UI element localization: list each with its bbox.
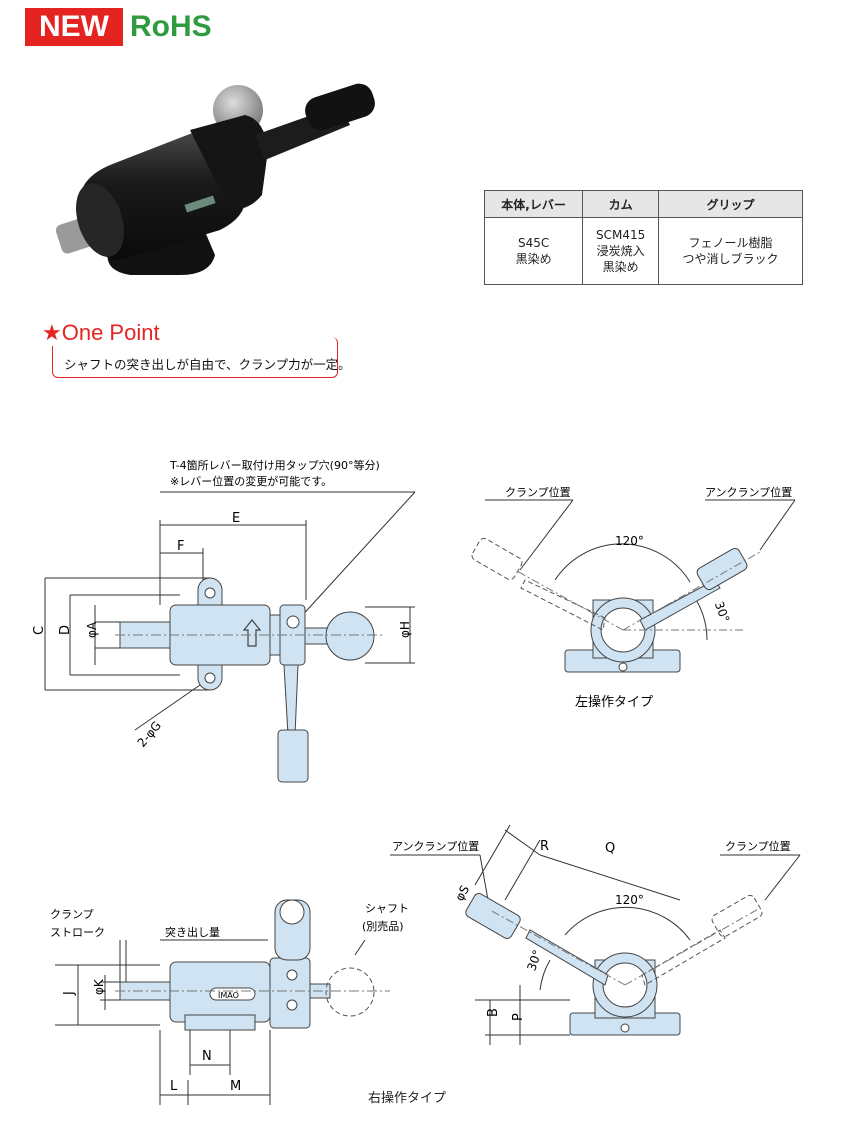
dim-B: B [486, 1008, 501, 1017]
spec-cell-cam: SCM415 浸炭焼入 黒染め [582, 217, 660, 285]
spec-cell-body: S45C 黒染め [483, 217, 584, 285]
new-badge: NEW [25, 8, 123, 46]
rohs-badge: RoHS [130, 10, 212, 43]
shaft-label-1: シャフト [365, 902, 409, 915]
unclamp-position-label-right: アンクランプ位置 [392, 839, 479, 853]
left-type-drawing: クランプ位置 アンクランプ位置 120° 30° 左操作タイプ [471, 485, 796, 710]
spec-header-grip: グリップ [658, 190, 803, 218]
product-photo [55, 83, 375, 275]
clamp-position-label: クランプ位置 [505, 485, 571, 499]
dim-Q: Q [605, 841, 615, 856]
tap-note-line2: ※レバー位置の変更が可能です。 [170, 474, 332, 488]
angle-30: 30° [712, 600, 732, 625]
dim-F: F [177, 539, 184, 554]
shaft-label-2: (別売品) [362, 920, 404, 933]
clamp-stroke-label-2: ストローク [50, 926, 105, 939]
angle-120-right: 120° [615, 893, 644, 907]
dim-M: M [230, 1079, 241, 1094]
unclamp-position-label: アンクランプ位置 [705, 485, 792, 499]
side-view-drawing: IMAO クランプ ストローク 突き出し量 シャフト (別売品) J φK N … [50, 899, 409, 1105]
angle-30-right: 30° [524, 948, 544, 973]
right-type-caption: 右操作タイプ [368, 1091, 447, 1106]
dim-C: C [32, 626, 47, 635]
dim-R: R [540, 839, 549, 854]
dim-P: P [511, 1013, 526, 1021]
spec-header-cam: カム [582, 190, 660, 218]
dim-D: D [58, 625, 73, 635]
angle-120: 120° [615, 534, 644, 548]
dim-A: φA [85, 621, 99, 638]
spec-cell-grip: フェノール樹脂 つや消しブラック [658, 217, 803, 285]
spec-header-body: 本体,レバー [483, 190, 584, 218]
material-spec-table: 本体,レバー カム グリップ S45C 黒染め SCM415 浸炭焼入 黒染め … [483, 190, 803, 285]
dim-N: N [202, 1049, 212, 1064]
dim-G: 2-φG [135, 718, 164, 749]
cell-line: 黒染め [602, 260, 639, 274]
cell-line: SCM415 [596, 228, 646, 242]
dim-L: L [170, 1079, 178, 1094]
cell-line: S45C [517, 236, 550, 250]
imao-logo: IMAO [218, 991, 239, 1000]
cell-line: 黒染め [515, 252, 552, 266]
one-point-title: ★One Point [42, 320, 164, 346]
left-type-caption: 左操作タイプ [575, 694, 653, 710]
cell-line: 浸炭焼入 [596, 244, 645, 258]
clamp-position-label-right: クランプ位置 [725, 839, 791, 853]
one-point-box [52, 337, 338, 378]
cell-line: フェノール樹脂 [688, 236, 773, 250]
dim-S: φS [452, 883, 472, 903]
cell-line: つや消しブラック [682, 252, 779, 266]
right-type-drawing: アンクランプ位置 クランプ位置 R Q φS 120° 30° B P [390, 824, 801, 1045]
one-point-text: シャフトの突き出しが自由で、クランプ力が一定。 [64, 357, 351, 372]
clamp-stroke-label-1: クランプ [50, 908, 94, 921]
front-view-drawing: T-4箇所レバー取付け用タップ穴(90°等分) ※レバー位置の変更が可能です。 … [32, 458, 416, 783]
dim-H: φH [398, 621, 412, 638]
tap-note-line1: T-4箇所レバー取付け用タップ穴(90°等分) [169, 458, 380, 472]
table-row: S45C 黒染め SCM415 浸炭焼入 黒染め フェノール樹脂 つや消しブラッ… [483, 217, 803, 285]
dim-J: J [62, 991, 77, 996]
dim-E: E [232, 511, 240, 526]
dim-K: φK [92, 978, 106, 995]
protrusion-label: 突き出し量 [165, 925, 220, 939]
